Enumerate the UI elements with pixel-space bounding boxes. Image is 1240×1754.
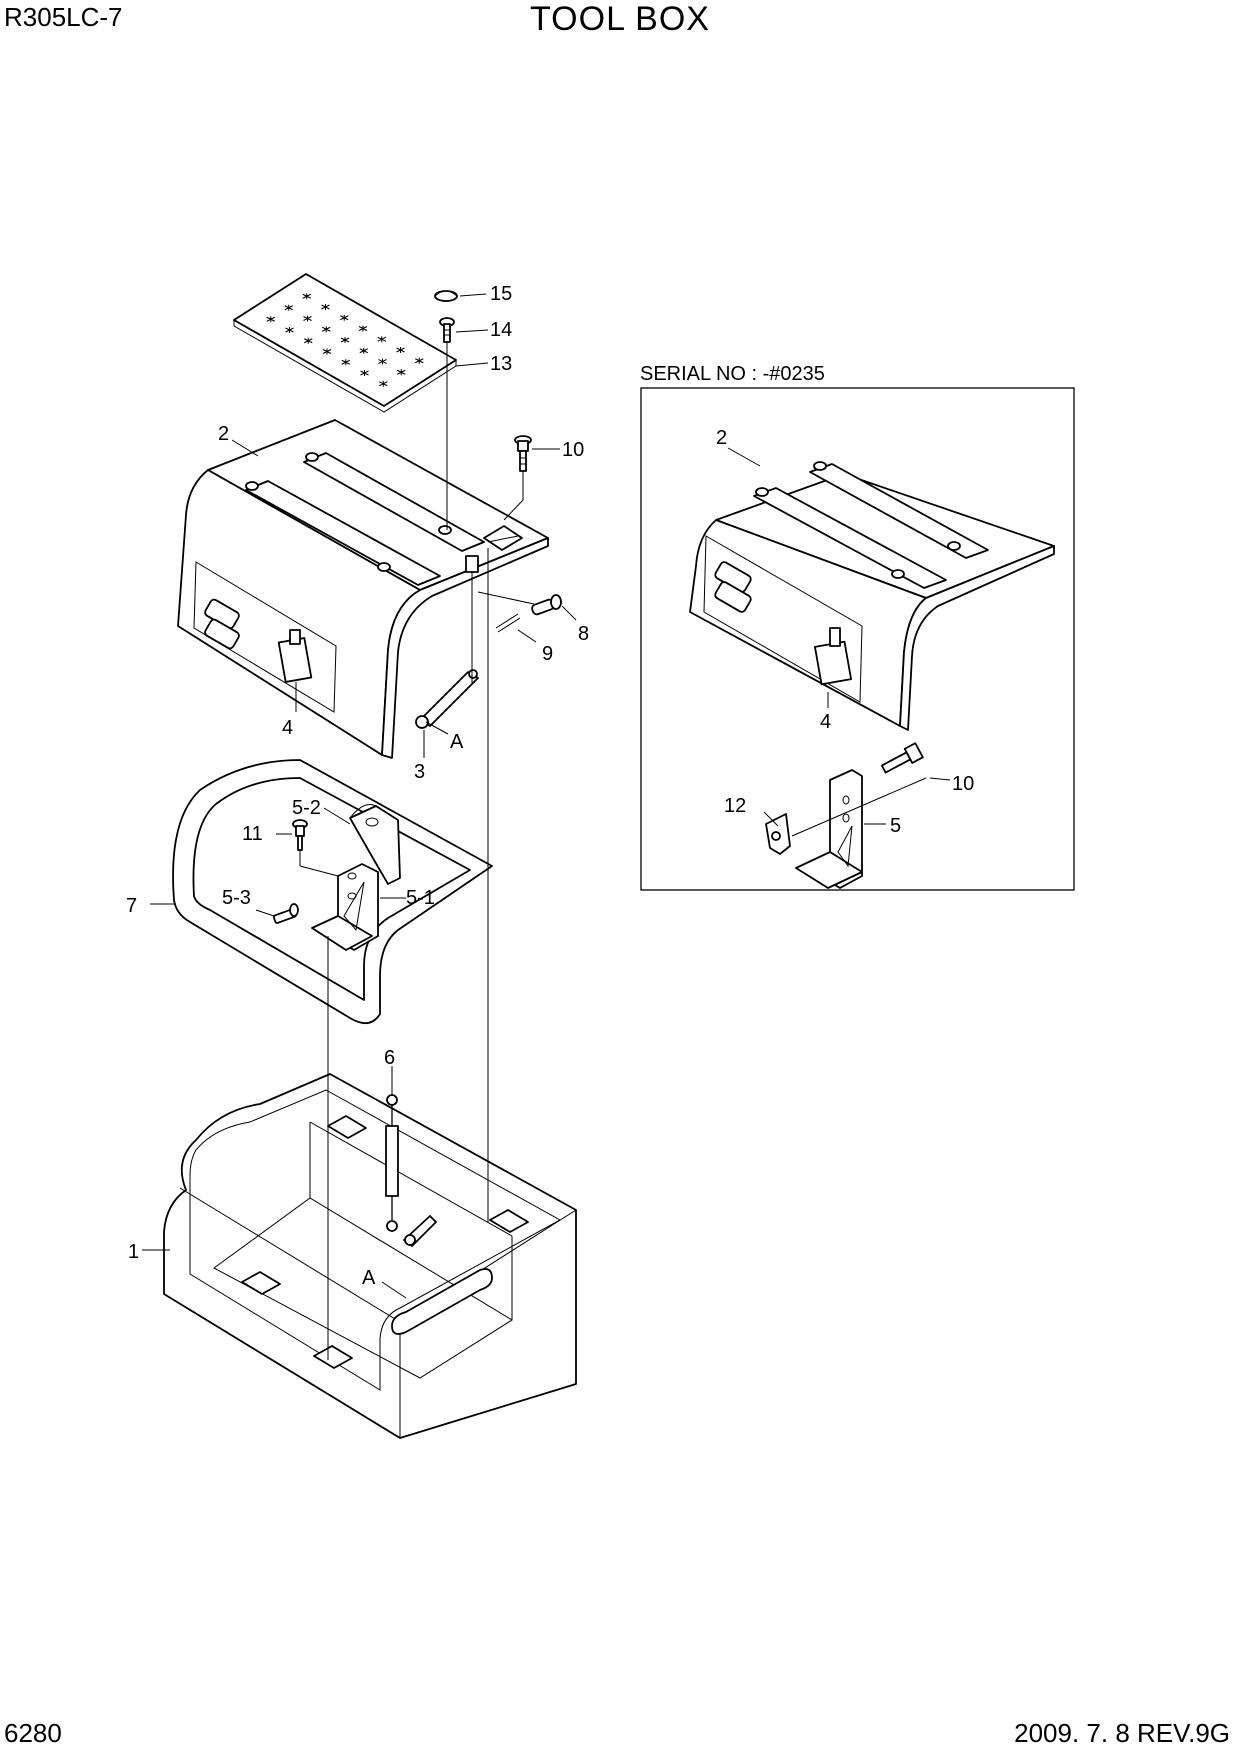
plate-tread-mark bbox=[358, 325, 368, 332]
lock-lever-part bbox=[415, 669, 479, 729]
plate-tread-mark bbox=[340, 314, 349, 321]
callout-bracket-5-1: 5-1 bbox=[406, 887, 435, 909]
callout-box-1: 1 bbox=[128, 1241, 139, 1263]
bracket-part-5-2 bbox=[349, 804, 401, 885]
main-callouts: 15 14 13 2 10 8 9 4 A 3 5-2 11 5-3 5-1 7… bbox=[126, 283, 589, 1289]
plate-tread-mark bbox=[396, 347, 405, 353]
bracket-part-5-1 bbox=[311, 863, 379, 951]
callout-lock-lever-3: 3 bbox=[414, 761, 425, 783]
pin-part bbox=[531, 594, 562, 616]
plate-tread-mark bbox=[321, 304, 330, 310]
plate-tread-mark bbox=[341, 359, 350, 366]
inset-callouts: SERIAL NO : -#0235 2 4 10 12 5 bbox=[640, 363, 974, 837]
inset-callout-cover-2: 2 bbox=[716, 427, 727, 449]
handrail-part bbox=[172, 759, 493, 1024]
callout-lock-4: 4 bbox=[282, 717, 293, 739]
callout-ref-a-lower: A bbox=[362, 1267, 376, 1289]
callout-plate-13: 13 bbox=[490, 353, 512, 375]
callout-gas-spring-6: 6 bbox=[384, 1047, 395, 1069]
inset-callout-lock-4: 4 bbox=[820, 711, 831, 733]
leader-lines bbox=[142, 293, 577, 1360]
anti-slip-plate bbox=[233, 273, 457, 413]
plate-tread-mark bbox=[378, 358, 387, 365]
plate-tread-mark bbox=[415, 357, 424, 364]
callout-bolt-5-3: 5-3 bbox=[222, 887, 251, 909]
inset-callout-bolt-10: 10 bbox=[952, 773, 974, 795]
callout-split-pin-9: 9 bbox=[542, 643, 553, 665]
bolt-part bbox=[514, 435, 532, 472]
plate-tread-mark bbox=[304, 337, 313, 344]
plate-tread-mark bbox=[303, 315, 312, 322]
screw-part bbox=[439, 317, 455, 343]
callout-cap-15: 15 bbox=[490, 283, 512, 305]
plate-tread-mark bbox=[397, 369, 406, 376]
plate-tread-mark bbox=[340, 337, 350, 343]
inset-callout-latch-12: 12 bbox=[724, 795, 746, 817]
callout-pin-8: 8 bbox=[578, 623, 589, 645]
plate-tread-mark bbox=[359, 347, 368, 354]
plate-tread-mark bbox=[377, 336, 386, 343]
tool-box-part bbox=[163, 1073, 577, 1439]
callout-cover-2: 2 bbox=[218, 423, 229, 445]
inset-serial-label: SERIAL NO : -#0235 bbox=[640, 363, 825, 385]
page-number: 6280 bbox=[4, 1718, 62, 1748]
callout-ref-a-upper: A bbox=[450, 731, 464, 753]
revision-date: 2009. 7. 8 REV.9G bbox=[1014, 1718, 1230, 1748]
callout-screw-14: 14 bbox=[490, 319, 512, 341]
callout-bolt-11: 11 bbox=[242, 823, 263, 845]
inset-callout-bracket-5: 5 bbox=[890, 815, 901, 837]
bolt-part-5-3 bbox=[272, 903, 299, 924]
plate-tread-mark bbox=[322, 348, 332, 355]
callout-bracket-5-2: 5-2 bbox=[292, 797, 321, 819]
serial-inset bbox=[640, 387, 1075, 891]
plate-tread-mark bbox=[379, 380, 388, 387]
page-title: TOOL BOX bbox=[530, 0, 710, 38]
callout-bolt-10: 10 bbox=[562, 439, 584, 461]
plate-tread-mark bbox=[360, 370, 369, 376]
cover-part bbox=[177, 419, 549, 759]
callout-handrail-7: 7 bbox=[126, 895, 137, 917]
plate-tread-mark bbox=[302, 293, 311, 300]
plate-tread-mark bbox=[284, 304, 293, 311]
plate-tread-mark bbox=[322, 326, 331, 333]
split-pin-part bbox=[495, 613, 521, 633]
plate-tread-mark bbox=[285, 327, 294, 333]
model-code: R305LC-7 bbox=[4, 2, 123, 32]
plate-tread-mark bbox=[266, 316, 275, 323]
cap-part bbox=[434, 290, 458, 302]
